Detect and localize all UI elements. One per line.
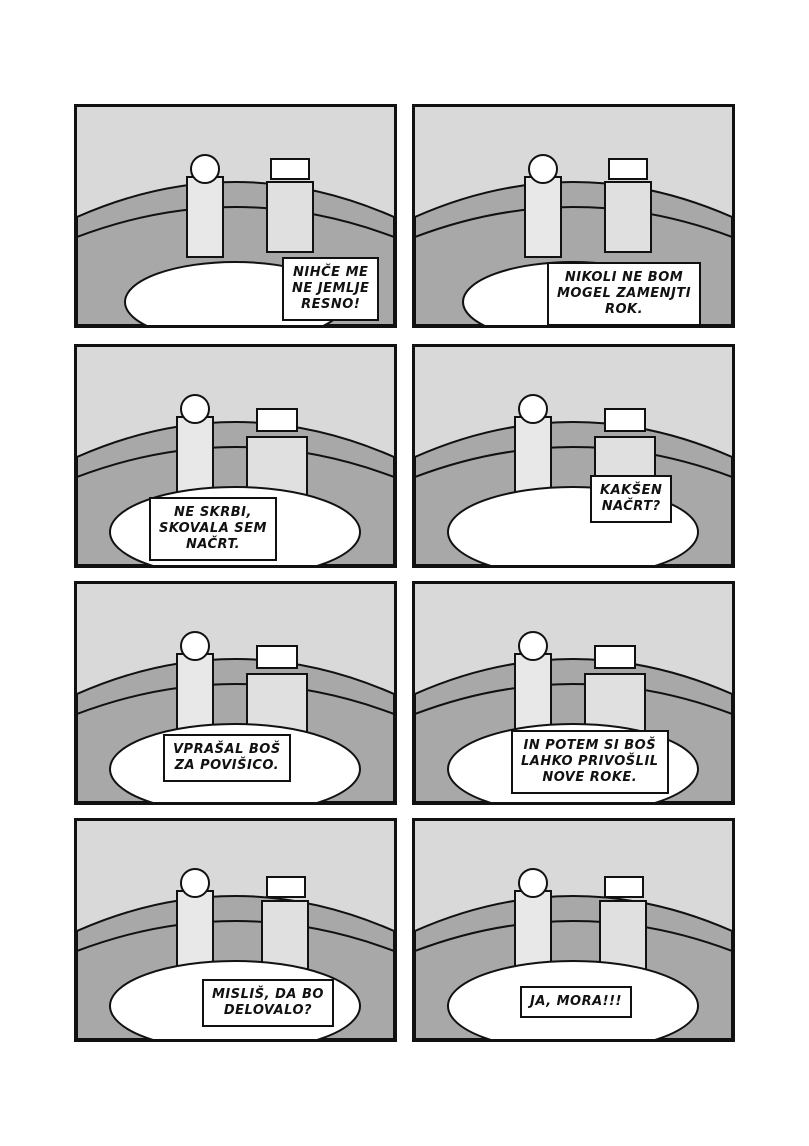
comic-panel-1: NIHČE ME NE JEMLJE RESNO! [74, 104, 397, 328]
comic-panel-5: VPRAŠAL BOŠ ZA POVIŠICO. [74, 581, 397, 805]
comic-panel-8: JA, MORA!!! [412, 818, 735, 1042]
speech-caption: IN POTEM SI BOŠ LAHKO PRIVOŠLIL NOVE ROK… [511, 730, 669, 794]
scene-illustration [77, 154, 394, 325]
speech-caption: MISLIŠ, DA BO DELOVALO? [202, 979, 334, 1027]
comic-panel-4: KAKŠEN NAČRT? [412, 344, 735, 568]
speech-caption: NIKOLI NE BOM MOGEL ZAMENJTI ROK. [547, 262, 702, 325]
scene-illustration [415, 394, 732, 565]
comic-panel-6: IN POTEM SI BOŠ LAHKO PRIVOŠLIL NOVE ROK… [412, 581, 735, 805]
comic-panel-2: NIKOLI NE BOM MOGEL ZAMENJTI ROK. [412, 104, 735, 328]
speech-caption: NIHČE ME NE JEMLJE RESNO! [282, 257, 380, 321]
speech-caption: KAKŠEN NAČRT? [590, 475, 673, 523]
speech-caption: NE SKRBI, SKOVALA SEM NAČRT. [149, 497, 277, 561]
speech-caption: JA, MORA!!! [520, 986, 632, 1018]
comic-panel-3: NE SKRBI, SKOVALA SEM NAČRT. [74, 344, 397, 568]
comic-panel-7: MISLIŠ, DA BO DELOVALO? [74, 818, 397, 1042]
speech-caption: VPRAŠAL BOŠ ZA POVIŠICO. [163, 734, 291, 782]
